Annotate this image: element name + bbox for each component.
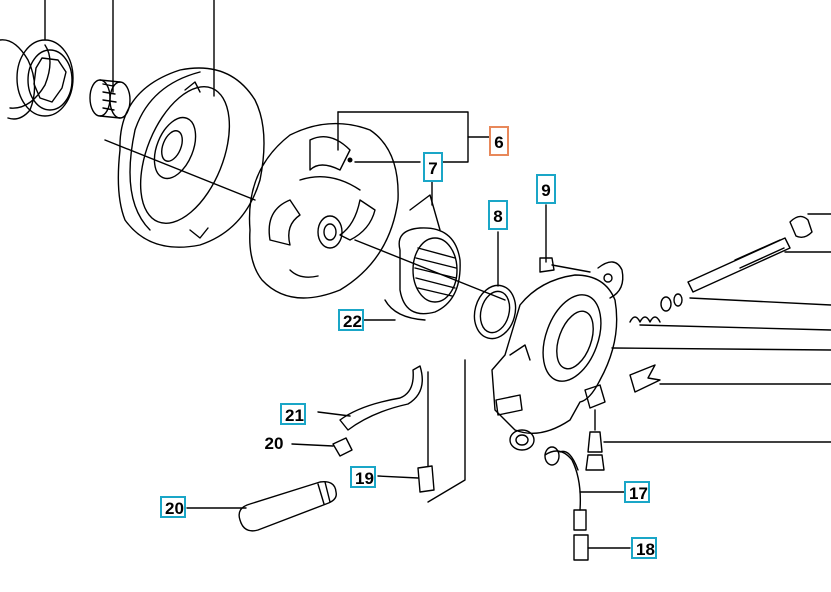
o-ring-part <box>473 284 517 340</box>
pump-shaft-part <box>687 213 831 293</box>
callout-22: 22 <box>338 309 364 331</box>
oil-pump-body-part <box>491 261 624 451</box>
filter-hose-part <box>573 509 631 561</box>
small-nut-part <box>291 437 353 457</box>
callout-bracket-6 <box>337 111 491 163</box>
plug-screw-part <box>377 359 466 503</box>
callout-19: 19 <box>350 466 376 488</box>
oil-rod-part <box>317 365 423 431</box>
oil-pipe-part <box>544 446 626 511</box>
callout-8: 8 <box>488 200 508 230</box>
clutch-drum-part <box>104 67 265 248</box>
clutch-marker-dot <box>347 157 353 163</box>
callout-9: 9 <box>536 174 556 204</box>
callout-7: 7 <box>423 152 443 182</box>
callout-20-hose: 20 <box>160 496 186 518</box>
adjust-screw-part <box>585 409 831 471</box>
callout-17: 17 <box>624 481 650 503</box>
spring-washer-part <box>611 293 831 351</box>
callout-6: 6 <box>489 126 509 156</box>
callout-18: 18 <box>631 537 657 559</box>
callout-21: 21 <box>280 403 306 425</box>
needle-bearing-part <box>89 79 131 119</box>
callout-20-nut: 20 <box>264 434 284 453</box>
direction-arrow-shape <box>629 364 831 393</box>
clutch-part <box>248 122 399 299</box>
rim-sprocket-part <box>0 39 74 120</box>
hose-piece-part <box>186 481 337 532</box>
screw-part <box>539 204 591 273</box>
worm-gear-part <box>354 194 506 321</box>
